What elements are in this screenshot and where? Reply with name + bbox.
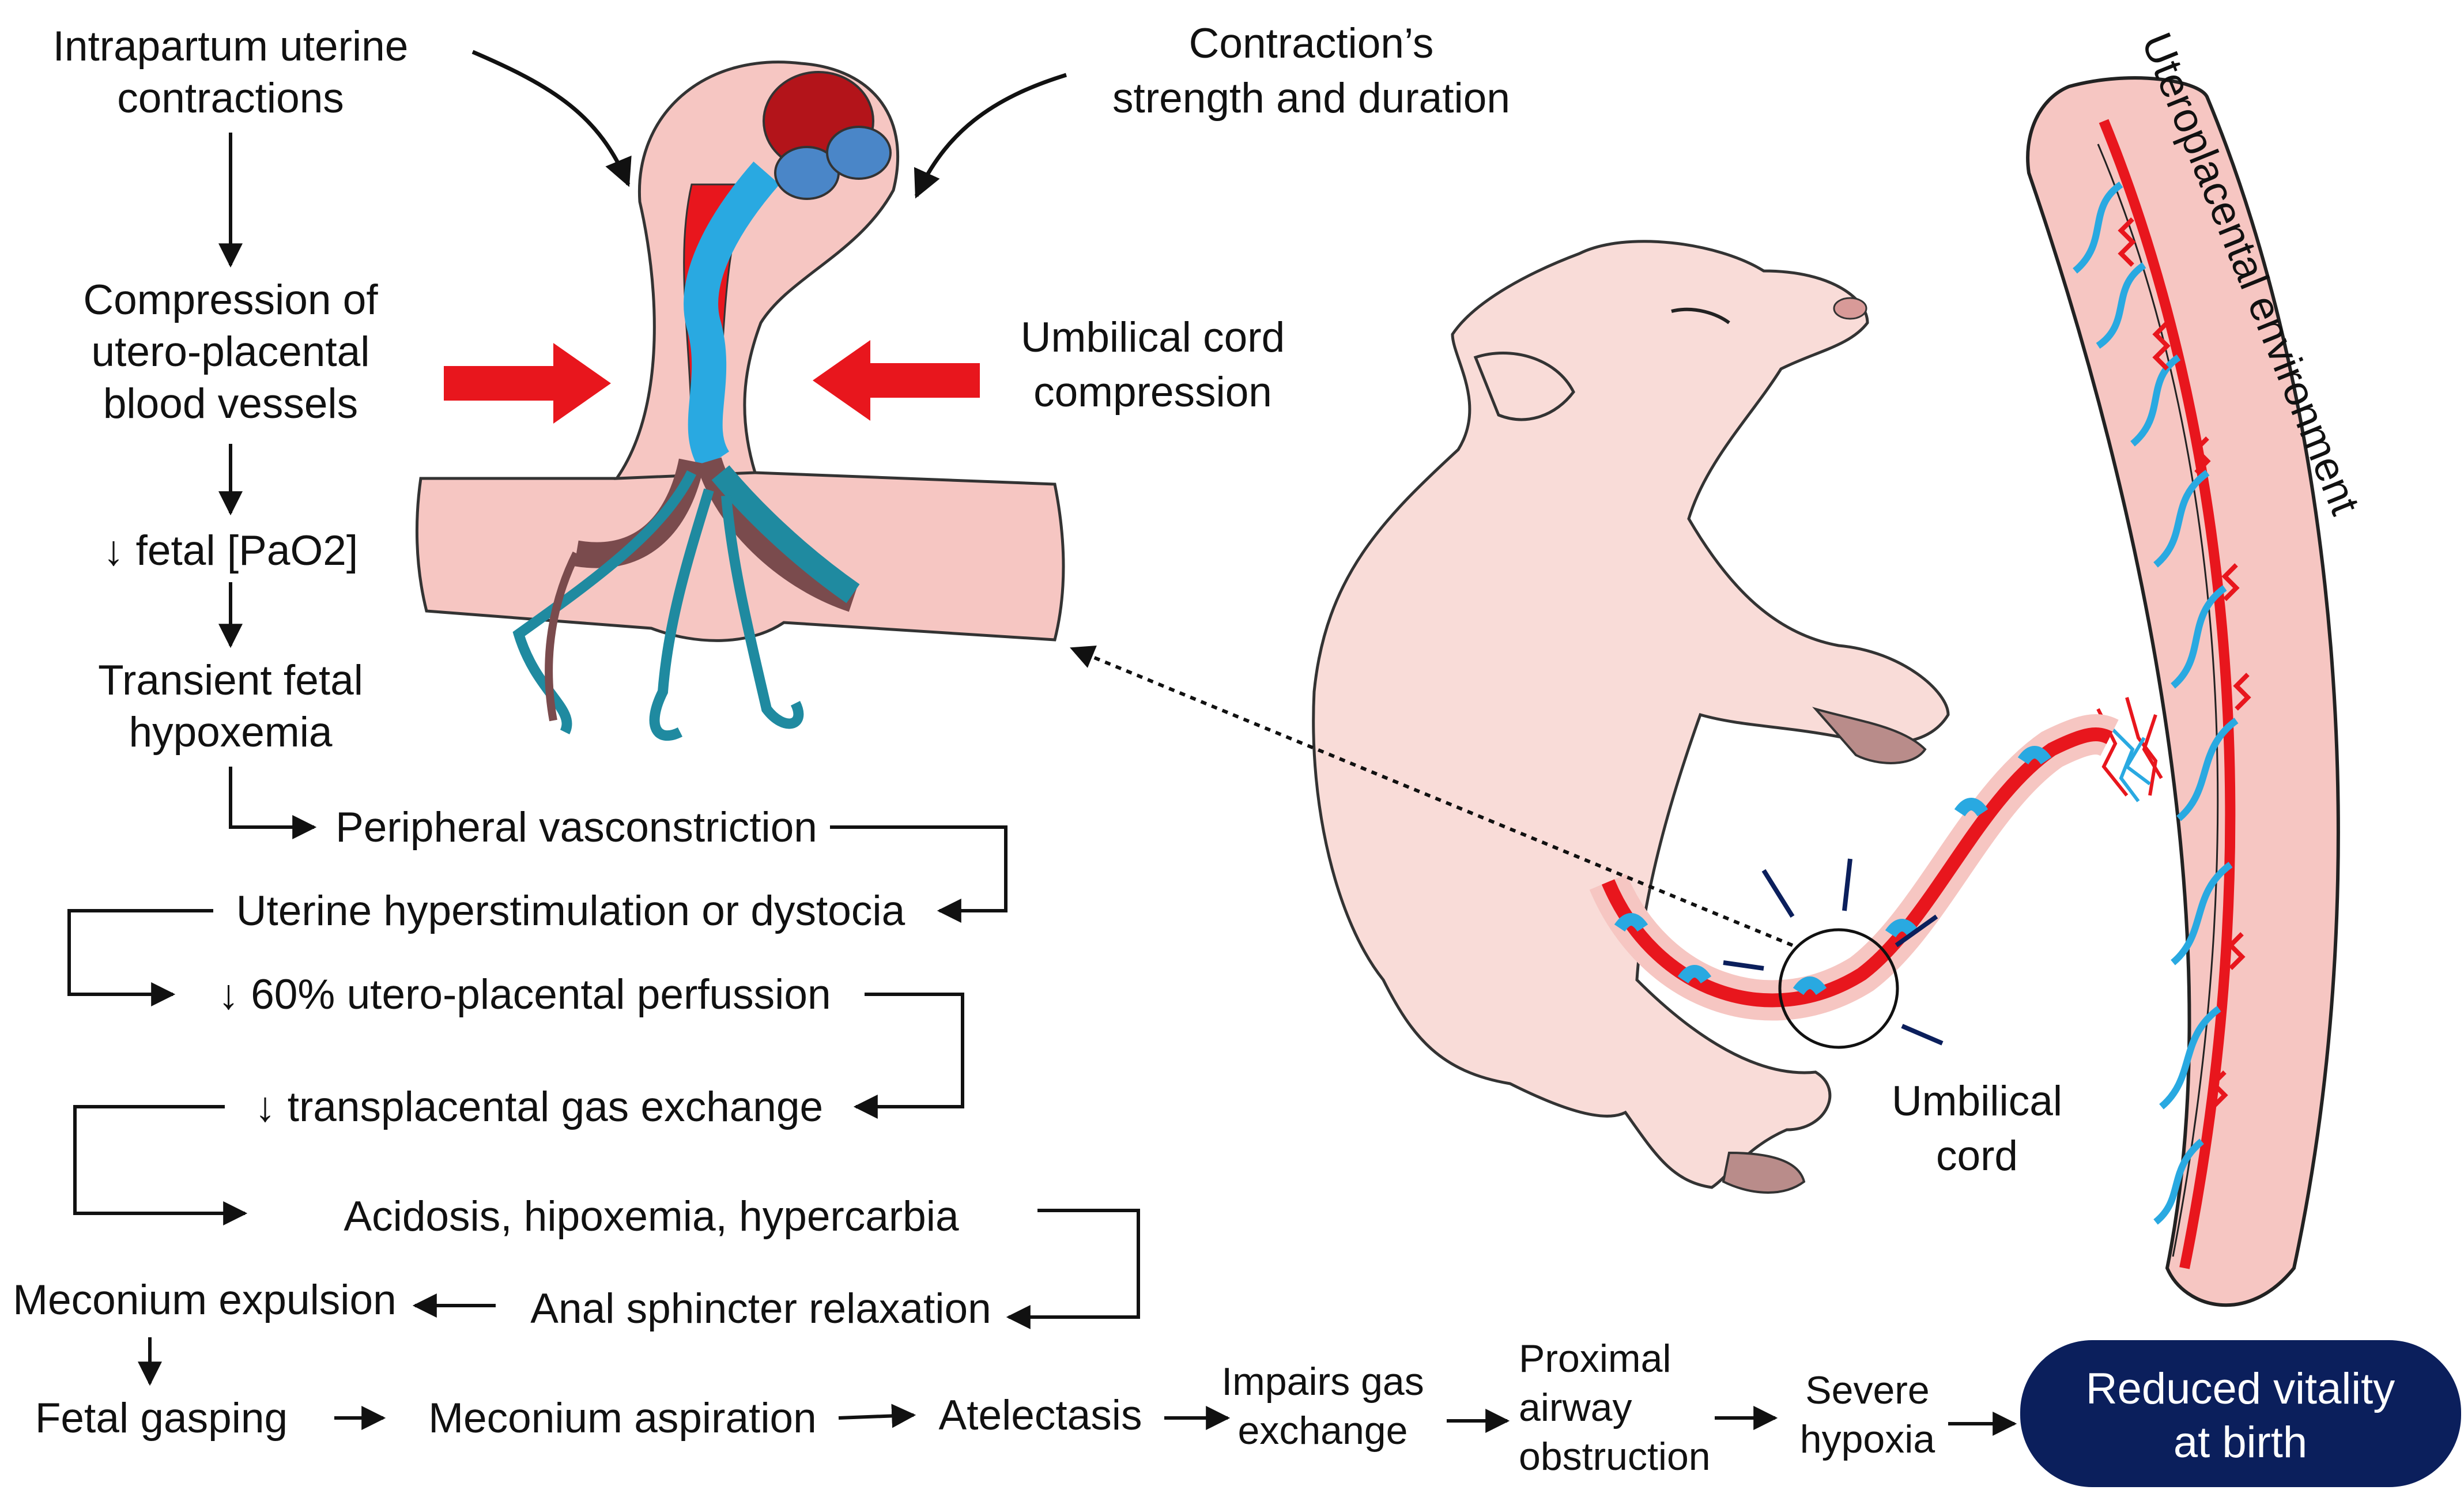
label-uterine-hyperstimulation: Uterine hyperstimulation or dystocia	[236, 888, 905, 934]
label-compression-line1: Compression of	[83, 277, 378, 323]
label-contraction-line1: Contraction’s	[1189, 20, 1434, 67]
uterus-illustration	[2026, 76, 2340, 1307]
label-pao2: ↓ fetal [PaO2]	[103, 527, 358, 574]
label-fetal-gasping: Fetal gasping	[35, 1395, 288, 1442]
label-acidosis: Acidosis, hipoxemia, hypercarbia	[344, 1193, 959, 1240]
label-severe-line2: hypoxia	[1800, 1417, 1935, 1461]
label-transient-line1: Transient fetal	[98, 657, 363, 704]
label-meconium-expulsion: Meconium expulsion	[13, 1277, 396, 1323]
label-transient-line2: hypoxemia	[129, 709, 332, 756]
label-compression-line2: utero-placental	[92, 329, 370, 375]
label-intrapartum-line2: contractions	[117, 75, 344, 122]
piglet-ear	[1473, 352, 1575, 421]
label-peripheral: Peripheral vasconstriction	[335, 804, 817, 851]
umbilical-cord-illustration	[1589, 714, 2119, 1049]
outcome-line1: Reduced vitality	[2086, 1364, 2395, 1413]
label-proximal-line1: Proximal	[1519, 1337, 1671, 1380]
vein-section	[826, 126, 892, 180]
flow-connectors	[67, 133, 2017, 1436]
label-perfusion: ↓ 60% utero-placental perfussion	[218, 971, 831, 1018]
label-umbilical-line1: Umbilical	[1892, 1078, 2062, 1125]
uterine-vein-branches	[2073, 182, 2239, 1225]
compression-rays	[1723, 858, 1944, 1046]
label-impairs-line1: Impairs gas	[1221, 1360, 1424, 1404]
label-anal-sphincter: Anal sphincter relaxation	[530, 1285, 991, 1332]
label-contraction-line2: strength and duration	[1112, 75, 1510, 122]
label-gas-exchange: ↓ transplacental gas exchange	[255, 1084, 823, 1130]
piglet-eye	[1671, 307, 1730, 325]
label-severe-line1: Severe	[1805, 1368, 1929, 1412]
outcome-pill: Reduced vitality at birth	[2020, 1340, 2461, 1487]
label-proximal-line2: airway	[1519, 1386, 1632, 1429]
label-intrapartum-line1: Intrapartum uterine	[53, 23, 409, 70]
curved-arrow-contractions	[471, 50, 632, 187]
label-compression-line3: blood vessels	[103, 380, 358, 427]
label-cord-compression-line2: compression	[1033, 369, 1272, 416]
compression-arrow-right	[813, 340, 980, 421]
hoof	[1722, 1151, 1806, 1194]
label-proximal-line3: obstruction	[1519, 1435, 1711, 1478]
magnify-pointer-arrow	[1070, 645, 1794, 947]
label-umbilical-line2: cord	[1936, 1133, 2018, 1179]
curved-arrow-strength	[914, 73, 1067, 199]
label-meconium-aspiration: Meconium aspiration	[428, 1395, 817, 1442]
label-impairs-line2: exchange	[1238, 1409, 1408, 1453]
compression-focus-circle	[1778, 928, 1899, 1049]
hoof	[1812, 707, 1927, 764]
label-atelectasis: Atelectasis	[939, 1392, 1142, 1439]
cord-cross-section-illustration	[415, 61, 1065, 741]
compression-arrow-left	[444, 343, 611, 424]
label-cord-compression-line1: Umbilical cord	[1021, 314, 1285, 361]
outcome-line2: at birth	[2174, 1418, 2307, 1467]
uterine-artery-branches	[2118, 217, 2251, 1108]
piglet-snout	[1833, 297, 1867, 320]
piglet-illustration	[1312, 240, 1950, 1194]
